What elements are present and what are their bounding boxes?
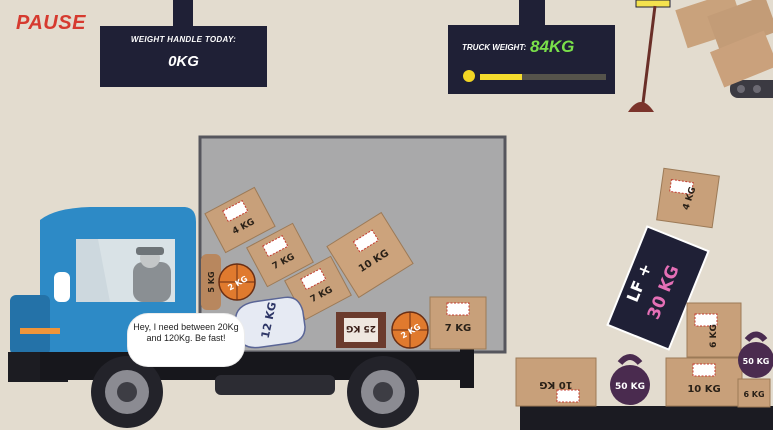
floor-item-box[interactable]: 6 KG [686, 302, 742, 358]
truck-wheel-rear [347, 356, 419, 428]
truck-item-box[interactable]: 7 KG [284, 255, 352, 321]
loading-platform [520, 406, 773, 430]
item-weight-label: 6 KG [743, 390, 764, 399]
floor-item-kettlebell[interactable]: 50 KG [738, 331, 773, 379]
panel-hanger [519, 0, 545, 25]
truck-item-box[interactable]: 25 KG [336, 312, 386, 348]
falling-boxes [675, 0, 773, 88]
floor-item-box[interactable]: 10 KG [665, 357, 743, 407]
truck-weight-bar [480, 74, 606, 80]
floor-item-box[interactable]: 6 KG [737, 378, 771, 408]
truck-weight-label: TRUCK WEIGHT: [462, 43, 527, 52]
truck-weight-value: 84KG [530, 37, 575, 56]
truck-item-basketball[interactable]: 2 KG [391, 311, 429, 349]
driver-speech-bubble: Hey, I need between 20Kg and 120Kg. Be f… [128, 314, 244, 366]
item-weight-label: 25 KG [346, 323, 376, 333]
item-weight-label: 10 KG [539, 379, 572, 390]
item-weight-label: 7 KG [445, 323, 471, 334]
weight-handled-panel: WEIGHT HANDLE TODAY: 0KG [100, 26, 267, 87]
floor-item-box[interactable]: 10 KG [515, 357, 597, 407]
floor-item-box[interactable]: 4 KG [656, 167, 720, 229]
weight-handled-label: WEIGHT HANDLE TODAY: [130, 35, 237, 44]
conveyor-belt [730, 80, 773, 98]
pause-button[interactable]: PAUSE [16, 12, 86, 34]
driver [133, 247, 171, 302]
item-weight-label: 50 KG [743, 357, 770, 366]
truck-weight-bar-fill [480, 74, 522, 80]
item-weight-label: 5 KG [207, 271, 216, 292]
item-weight-label: 6 KG [709, 324, 719, 348]
truck-item-bag[interactable]: 5 KG [201, 254, 221, 310]
truck-wheel-front [91, 356, 163, 428]
item-weight-label: 50 KG [615, 382, 645, 392]
truck-weight-panel: TRUCK WEIGHT: 84KG [448, 25, 615, 94]
truck-item-box[interactable]: 7 KG [429, 296, 487, 350]
panel-hanger [173, 0, 193, 26]
truck-item-box[interactable]: 10 KG [326, 211, 414, 299]
truck-item-box[interactable]: 4 KG [204, 186, 276, 254]
driver-message: Hey, I need between 20Kg and 120Kg. Be f… [133, 322, 239, 343]
truck-item-basketball[interactable]: 2 KG [218, 263, 256, 301]
truck-item-box[interactable]: 7 KG [246, 222, 314, 288]
weight-handled-value: 0KG [168, 53, 199, 70]
street-lamp [628, 0, 671, 112]
item-weight-label: 10 KG [687, 384, 720, 395]
weight-bar-icon [463, 70, 475, 82]
floor-item-kettlebell[interactable]: 50 KG [610, 354, 650, 405]
truck-item-sack[interactable]: 12 KG [233, 295, 307, 350]
